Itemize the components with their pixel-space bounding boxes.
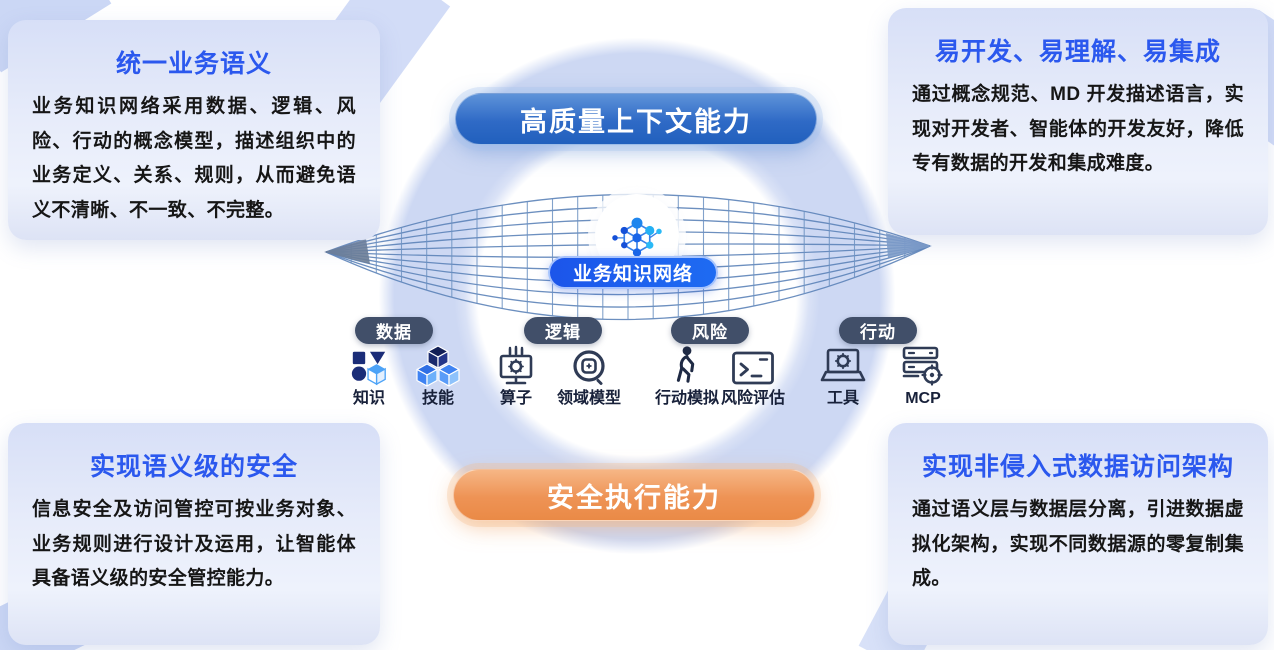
category-label: 行动 — [860, 323, 896, 342]
card-title: 实现语义级的安全 — [89, 453, 298, 481]
card-title: 统一业务语义 — [115, 50, 272, 78]
tool-laptop-icon — [819, 347, 867, 387]
category-label: 逻辑 — [545, 323, 581, 342]
item-label: 工具 — [826, 390, 859, 407]
item-label: 行动模拟 — [654, 390, 719, 407]
item-skill: 技能 — [407, 345, 469, 407]
skill-cubes-icon — [415, 345, 461, 387]
item-label: 知识 — [352, 390, 385, 407]
operator-monitor-icon — [495, 345, 537, 387]
category-pill-action: 行动 — [839, 317, 917, 344]
item-label: 算子 — [499, 390, 532, 407]
item-domain-model: 领域模型 — [548, 347, 630, 407]
card-title: 易开发、易理解、易集成 — [934, 38, 1221, 66]
card-unified-semantics: 统一业务语义 业务知识网络采用数据、逻辑、风险、行动的概念模型，描述组织中的业务… — [8, 20, 380, 240]
category-pill-risk: 风险 — [671, 317, 749, 344]
bottom-capability-pill: 安全执行能力 — [453, 469, 815, 521]
item-label: 技能 — [421, 390, 454, 407]
bottom-capability-label: 安全执行能力 — [547, 482, 721, 513]
item-label: MCP — [905, 390, 941, 407]
knowledge-shapes-icon — [350, 347, 388, 387]
item-risk-assessment: 风险评估 — [712, 347, 794, 407]
item-operator: 算子 — [485, 345, 547, 407]
action-simulation-icon — [669, 346, 705, 387]
item-mcp: MCP — [892, 346, 954, 407]
top-capability-pill: 高质量上下文能力 — [455, 93, 817, 145]
card-body: 业务知识网络采用数据、逻辑、风险、行动的概念模型，描述组织中的业务定义、关系、规… — [32, 96, 356, 221]
item-action-simulation: 行动模拟 — [646, 346, 728, 407]
card-easy-development: 易开发、易理解、易集成 通过概念规范、MD 开发描述语言，实现对开发者、智能体的… — [888, 8, 1268, 235]
top-capability-label: 高质量上下文能力 — [520, 106, 752, 137]
item-knowledge: 知识 — [338, 347, 400, 407]
knowledge-network-icon — [612, 217, 662, 263]
card-title: 实现非侵入式数据访问架构 — [921, 453, 1234, 481]
card-non-intrusive-data-access: 实现非侵入式数据访问架构 通过语义层与数据层分离，引进数据虚拟化架构，实现不同数… — [888, 423, 1268, 645]
item-label: 风险评估 — [720, 390, 785, 407]
item-tool: 工具 — [812, 347, 874, 407]
risk-assessment-icon — [731, 347, 775, 387]
core-label: 业务知识网络 — [572, 264, 693, 285]
category-pill-logic: 逻辑 — [524, 317, 602, 344]
category-pill-data: 数据 — [355, 317, 433, 344]
card-semantic-security: 实现语义级的安全 信息安全及访问管控可按业务对象、业务规则进行设计及运用，让智能… — [8, 423, 380, 645]
card-body: 通过语义层与数据层分离，引进数据虚拟化架构，实现不同数据源的零复制集成。 — [912, 499, 1244, 590]
card-body: 通过概念规范、MD 开发描述语言，实现对开发者、智能体的开发友好，降低专有数据的… — [912, 84, 1244, 175]
card-body: 信息安全及访问管控可按业务对象、业务规则进行设计及运用，让智能体具备语义级的安全… — [32, 499, 356, 590]
category-label: 风险 — [692, 323, 728, 342]
category-label: 数据 — [376, 323, 412, 342]
item-label: 领域模型 — [556, 390, 621, 407]
mcp-server-icon — [900, 346, 946, 387]
domain-model-icon — [569, 347, 609, 387]
core-label-pill: 业务知识网络 — [548, 256, 718, 289]
